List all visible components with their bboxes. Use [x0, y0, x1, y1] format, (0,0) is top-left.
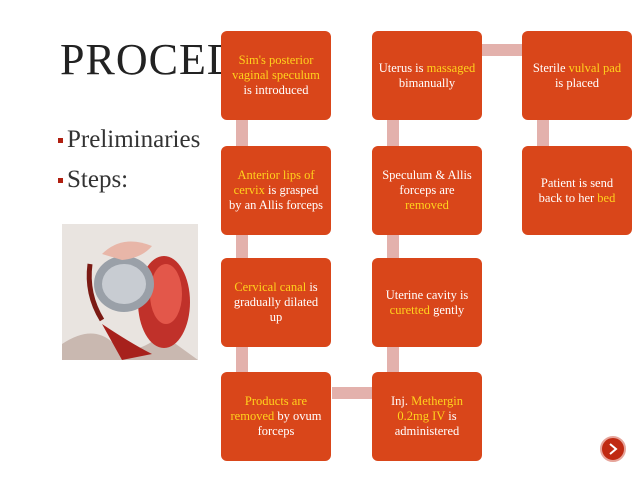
- flow-connector: [537, 120, 549, 146]
- flow-connector: [236, 120, 248, 146]
- bullet-item: Preliminaries: [58, 120, 200, 160]
- step-plain-text: is gradually dilated up: [233, 280, 319, 324]
- step-plain-text: Patient is send back to her: [538, 175, 614, 205]
- bullet-icon: [58, 177, 63, 183]
- step-plain-text: Sterile: [532, 60, 569, 75]
- slide-title: PROCED: [60, 35, 240, 84]
- step-highlight-text: Methergin 0.2mg IV: [397, 394, 463, 423]
- step-highlight-text: massaged: [426, 60, 476, 75]
- step-text: Inj. Methergin 0.2mg IV is administered: [378, 394, 476, 439]
- step-box-8: Uterus is massaged bimanually: [372, 31, 482, 120]
- bullet-text: Preliminaries: [67, 126, 201, 153]
- procedure-photo: [62, 224, 198, 360]
- step-plain-text: is placed: [554, 75, 600, 90]
- step-plain-text: by ovum forceps: [257, 409, 322, 438]
- flow-connector: [482, 44, 522, 56]
- step-highlight-text: Products are removed: [230, 394, 308, 423]
- step-box-3: Cervical canal is gradually dilated up: [221, 258, 331, 347]
- slide-nav-button[interactable]: [600, 436, 626, 462]
- step-box-10: Patient is send back to her bed: [522, 146, 632, 235]
- step-box-9: Sterile vulval pad is placed: [522, 31, 632, 120]
- step-highlight-text: Anterior lips of cervix: [233, 168, 315, 197]
- step-text: Sim's posterior vaginal speculum is intr…: [227, 53, 325, 98]
- step-box-6: Uterine cavity is curetted gently: [372, 258, 482, 347]
- flow-connector: [387, 120, 399, 146]
- step-highlight-text: vulval pad: [568, 60, 622, 75]
- bullet-text: Steps:: [67, 166, 129, 193]
- nav-arrow-icon: [609, 443, 618, 455]
- step-text: Speculum & Allis forceps are removed: [378, 168, 476, 213]
- flow-connector: [236, 347, 248, 372]
- step-text: Cervical canal is gradually dilated up: [227, 280, 325, 325]
- step-text: Uterus is massaged bimanually: [378, 61, 476, 91]
- step-text: Sterile vulval pad is placed: [528, 61, 626, 91]
- flow-connector: [332, 387, 372, 399]
- step-plain-text: Uterine cavity is: [385, 287, 469, 302]
- step-plain-text: Inj.: [391, 394, 412, 408]
- bullet-list: Preliminaries Steps:: [58, 120, 200, 200]
- step-plain-text: is grasped by an Allis forceps: [228, 183, 324, 212]
- step-text: Patient is send back to her bed: [528, 176, 626, 206]
- flow-connector: [236, 234, 248, 258]
- step-text: Products are removed by ovum forceps: [227, 394, 325, 439]
- step-plain-text: Speculum & Allis forceps are: [382, 168, 472, 197]
- step-box-2: Anterior lips of cervix is grasped by an…: [221, 146, 331, 235]
- step-highlight-text: curetted: [389, 302, 430, 317]
- bullet-icon: [58, 137, 63, 143]
- step-box-4: Products are removed by ovum forceps: [221, 372, 331, 461]
- step-plain-text: gently: [429, 302, 465, 317]
- step-plain-text: Uterus is: [378, 60, 427, 75]
- step-text: Anterior lips of cervix is grasped by an…: [227, 168, 325, 213]
- step-highlight-text: Sim's posterior vaginal speculum: [232, 53, 320, 82]
- step-plain-text: is administered: [394, 409, 460, 438]
- bullet-item: Steps:: [58, 160, 200, 200]
- step-highlight-text: bed: [597, 190, 616, 205]
- step-plain-text: bimanually: [398, 75, 456, 90]
- step-box-5: Inj. Methergin 0.2mg IV is administered: [372, 372, 482, 461]
- flow-connector: [387, 347, 399, 372]
- step-box-7: Speculum & Allis forceps are removed: [372, 146, 482, 235]
- step-highlight-text: removed: [405, 198, 449, 212]
- flow-connector: [387, 234, 399, 258]
- step-highlight-text: Cervical canal: [234, 280, 307, 294]
- step-box-1: Sim's posterior vaginal speculum is intr…: [221, 31, 331, 120]
- step-plain-text: is introduced: [243, 83, 309, 97]
- step-text: Uterine cavity is curetted gently: [378, 288, 476, 318]
